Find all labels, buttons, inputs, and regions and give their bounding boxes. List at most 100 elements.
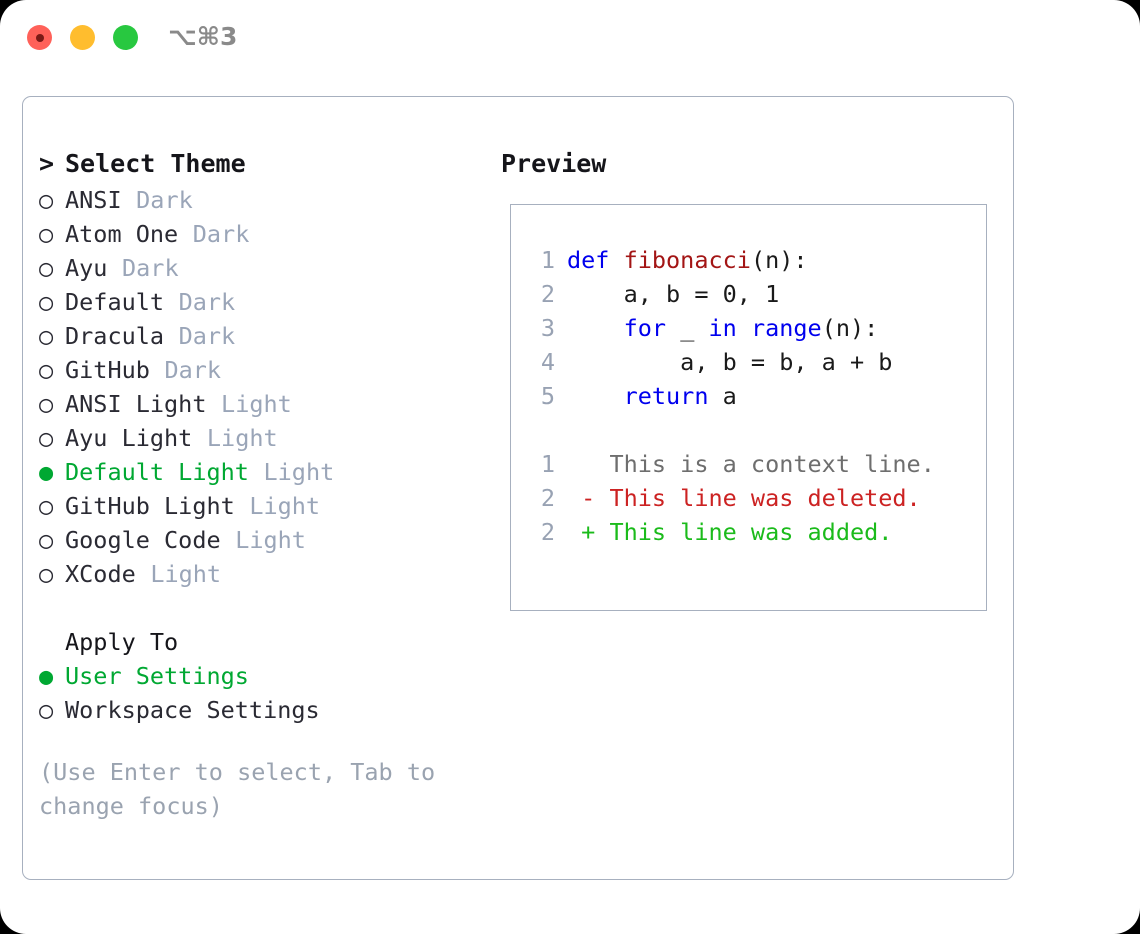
theme-category-tag: Dark [164,356,222,384]
code-token: (n): [821,314,879,342]
line-number: 2 [540,518,555,546]
code-token [567,314,624,342]
theme-list-item[interactable]: ○ Ayu Dark [39,251,489,285]
line-number: 5 [540,382,555,410]
theme-category-tag: Light [235,526,306,554]
apply-to-marker-placeholder: ○ [39,625,65,659]
radio-unselected-icon[interactable]: ○ [39,288,54,316]
theme-name: Ayu [65,254,108,282]
theme-list-item[interactable]: ○ GitHub Light Light [39,489,489,523]
line-number: 3 [540,314,555,342]
select-theme-header: > Select Theme [39,145,489,183]
line-number: 1 [540,450,555,478]
theme-category-tag: Dark [192,220,250,248]
apply-to-option[interactable]: ● User Settings [39,659,489,693]
theme-category-tag: Dark [136,186,193,214]
radio-unselected-icon[interactable]: ○ [39,696,54,724]
theme-list-item[interactable]: ○ ANSI Light Light [39,387,489,421]
radio-unselected-icon[interactable]: ○ [39,186,54,214]
code-diff-spacer [525,413,935,447]
apply-to-title: Apply To [65,628,179,656]
theme-category-tag: Light [249,492,321,520]
theme-category-tag: Light [221,390,292,418]
code-token: for [623,314,667,342]
code-token: a, b = b, a + b [567,348,893,376]
theme-list-item[interactable]: ● Default Light Light [39,455,489,489]
preview-title: Preview [501,149,607,178]
theme-list-item[interactable]: ○ Google Code Light [39,523,489,557]
theme-category-tag: Dark [178,288,236,316]
code-line: 5 return a [525,379,935,413]
code-line: 2 a, b = 0, 1 [525,277,935,311]
radio-unselected-icon[interactable]: ○ [39,560,54,588]
code-token: fibonacci [623,246,751,274]
theme-list-item[interactable]: ○ Atom One Dark [39,217,489,251]
line-number: 4 [540,348,555,376]
radio-unselected-icon[interactable]: ○ [39,390,54,418]
code-token: (n): [750,246,808,274]
theme-category-tag: Dark [178,322,236,350]
theme-name: Default Light [65,458,249,486]
radio-unselected-icon[interactable]: ○ [39,492,54,520]
close-button[interactable] [27,25,52,50]
apply-to-header: ○ Apply To [39,625,489,659]
diff-line: 2 + This line was added. [525,515,935,549]
theme-category-tag: Dark [122,254,179,282]
radio-selected-icon[interactable]: ● [39,662,54,690]
theme-list-item[interactable]: ○ ANSI Dark [39,183,489,217]
diff-line: 1 This is a context line. [525,447,935,481]
minimize-button[interactable] [70,25,95,50]
theme-name: Ayu Light [65,424,193,452]
code-token: + This line was added. [567,518,893,546]
radio-unselected-icon[interactable]: ○ [39,254,54,282]
code-token: range [750,314,822,342]
list-spacer [39,591,489,625]
line-number: 2 [540,484,555,512]
title-bar: ⌥⌘3 [0,0,1140,78]
theme-category-tag: Light [263,458,335,486]
theme-name: GitHub Light [65,492,235,520]
theme-list-item[interactable]: ○ GitHub Dark [39,353,489,387]
code-token [567,382,624,410]
zoom-button[interactable] [113,25,138,50]
code-token: This is a context line. [567,450,935,478]
theme-name: ANSI [65,186,122,214]
radio-unselected-icon[interactable]: ○ [39,220,54,248]
radio-unselected-icon[interactable]: ○ [39,322,54,350]
theme-name: Google Code [65,526,221,554]
theme-name: ANSI Light [65,390,207,418]
code-token: in [708,314,737,342]
apply-to-label: Workspace Settings [65,696,320,724]
diff-line: 2 - This line was deleted. [525,481,935,515]
code-line: 4 a, b = b, a + b [525,345,935,379]
code-token: a, b = 0, 1 [567,280,780,308]
apply-to-option[interactable]: ○ Workspace Settings [39,693,489,727]
code-token: _ [666,314,709,342]
code-token: - This line was deleted. [567,484,921,512]
code-token: return [623,382,709,410]
radio-unselected-icon[interactable]: ○ [39,526,54,554]
keyboard-hint-text: (Use Enter to select, Tab to change focu… [39,758,436,820]
code-token: a [708,382,737,410]
apply-to-label: User Settings [65,662,249,690]
traffic-lights [27,25,138,50]
theme-name: GitHub [65,356,150,384]
keyboard-shortcut-label: ⌥⌘3 [168,22,238,51]
prompt-caret-icon: > [39,149,55,178]
radio-unselected-icon[interactable]: ○ [39,424,54,452]
radio-selected-icon[interactable]: ● [39,458,54,486]
theme-category-tag: Light [150,560,222,588]
theme-name: Atom One [65,220,179,248]
radio-unselected-icon[interactable]: ○ [39,356,54,384]
line-number: 2 [540,280,555,308]
code-line: 3 for _ in range(n): [525,311,935,345]
select-theme-title: Select Theme [65,149,246,178]
